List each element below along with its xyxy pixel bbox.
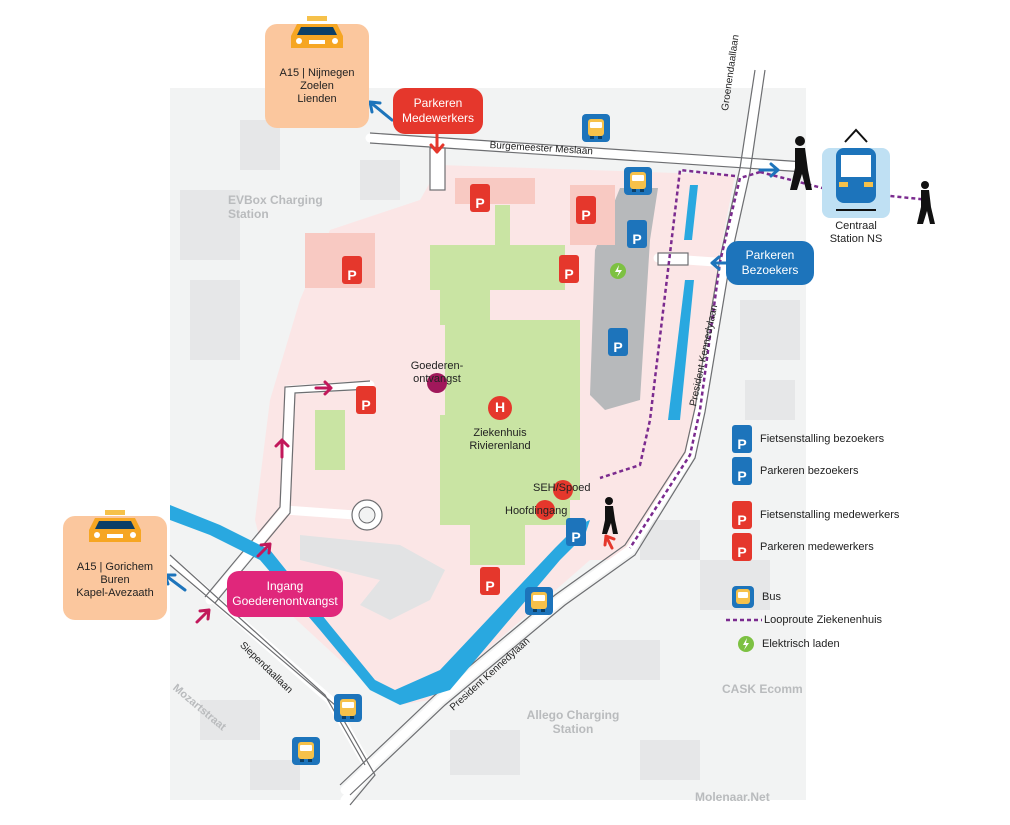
taxi-north-box: A15 | Nijmegen Zoelen Lienden bbox=[265, 16, 369, 128]
evbox-label: EVBox Charging Station bbox=[228, 193, 323, 221]
bus-stop-icon bbox=[292, 737, 320, 765]
visitor-car-parking-icon: P bbox=[732, 457, 752, 485]
legend-item: P Fietsenstalling bezoekers bbox=[732, 425, 884, 453]
allego-label: Allego Charging Station bbox=[526, 708, 620, 736]
station-tram-icon bbox=[822, 128, 890, 218]
staff-car-parking-pin: P bbox=[342, 256, 362, 284]
staff-parking-area-north bbox=[455, 178, 535, 204]
seh-label: SEH/Spoed bbox=[533, 482, 591, 494]
walking-person-icon bbox=[602, 136, 935, 534]
taxi-icon bbox=[291, 16, 343, 48]
seh-marker bbox=[553, 480, 573, 500]
background-buildings bbox=[180, 120, 800, 790]
arrows bbox=[163, 100, 780, 624]
hospital-letter: H bbox=[494, 399, 506, 415]
hospital-label: Ziekenhuis Rivierenland bbox=[469, 427, 531, 452]
canal bbox=[170, 505, 590, 705]
legend-item: Looproute Ziekenenhuis bbox=[726, 614, 882, 626]
legend-item: P Parkeren bezoekers bbox=[732, 457, 858, 485]
bus-icon bbox=[732, 586, 754, 608]
main-entrance-label: Hoofdingang bbox=[505, 505, 568, 517]
staff-bike-parking-pin: P bbox=[356, 386, 376, 414]
legend-item: P Parkeren medewerkers bbox=[732, 533, 874, 561]
visitor-bike-parking-pin: P bbox=[566, 518, 586, 546]
goods-receiving-marker bbox=[427, 373, 447, 393]
canal-east bbox=[668, 280, 694, 420]
bus-stop-icon bbox=[525, 587, 553, 615]
staff-parking-area-west bbox=[305, 233, 375, 288]
bus-stop-icon bbox=[334, 694, 362, 722]
staff-bike-parking-pin: P bbox=[559, 255, 579, 283]
staff-bike-parking-pin: P bbox=[480, 567, 500, 595]
hospital-buildings bbox=[315, 205, 580, 565]
station-label: Centraal Station NS bbox=[829, 220, 883, 245]
main-entrance-marker bbox=[535, 500, 555, 520]
legend-item: P Fietsenstalling medewerkers bbox=[732, 501, 899, 529]
walking-route-icon bbox=[726, 618, 762, 622]
taxi-west-box: A15 | Gorichem Buren Kapel-Avezaath bbox=[63, 510, 167, 620]
staff-car-parking-pin: P bbox=[576, 196, 596, 224]
hospital-marker bbox=[488, 396, 512, 420]
staff-car-parking-icon: P bbox=[732, 533, 752, 561]
goods-receiving-label: Goederen- ontvangst bbox=[410, 360, 464, 385]
legend-item: Elektrisch laden bbox=[738, 636, 840, 652]
visitor-car-parking-pin: P bbox=[627, 220, 647, 248]
bus-stop-icon bbox=[624, 167, 652, 195]
gray-building bbox=[300, 535, 445, 620]
staff-bike-parking-icon: P bbox=[732, 501, 752, 529]
molenaar-label: Molenaar.Net bbox=[695, 790, 770, 804]
cask-label: CASK Ecomm bbox=[722, 682, 803, 696]
canal-north bbox=[684, 185, 698, 240]
bus-stop-icon bbox=[582, 114, 610, 142]
staff-car-parking-pin: P bbox=[470, 184, 490, 212]
legend-item: Bus bbox=[732, 586, 781, 608]
taxi-icon bbox=[89, 510, 141, 542]
visitor-bike-parking-icon: P bbox=[732, 425, 752, 453]
visitor-car-parking-pin: P bbox=[608, 328, 628, 356]
ev-charging-icon bbox=[738, 636, 754, 652]
